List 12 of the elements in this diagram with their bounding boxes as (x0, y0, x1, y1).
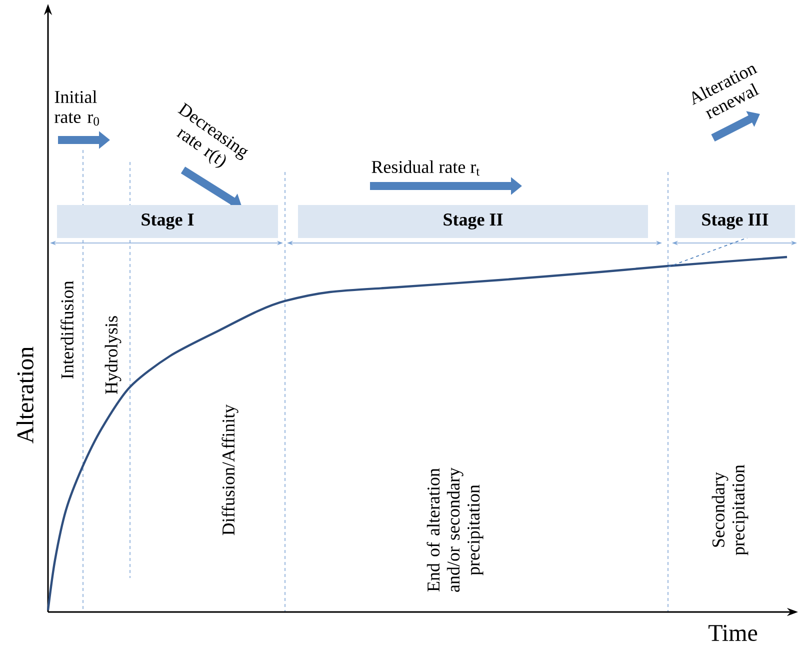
mechanism-label: Diffusion/Affinity (222, 404, 238, 536)
axis-title: Alteration (16, 346, 34, 444)
mechanism-label: Secondary precipitation (712, 464, 748, 556)
mechanism-label: Hydrolysis (104, 316, 122, 394)
axis-title: Time (708, 624, 758, 642)
stage-band: Stage II (298, 205, 648, 238)
mechanism-label: End of alteration and/or secondary precipitation (426, 468, 484, 592)
mechanism-label: Interdiffusion (60, 280, 74, 379)
rate-label: Initial rate r$_{0}$ (54, 90, 99, 126)
stage-band: Stage I (57, 205, 278, 238)
stage-band: Stage III (675, 205, 795, 238)
rate-label: Residual rate r$_{t}$ (372, 160, 480, 176)
